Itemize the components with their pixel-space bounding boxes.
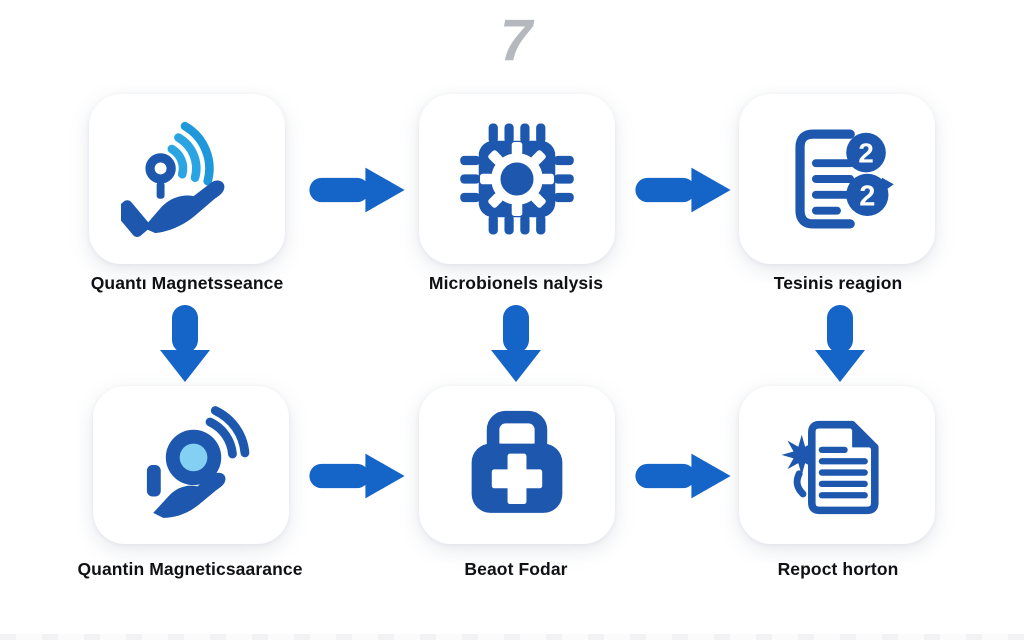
step-label-4: Quantin Magneticsaarance: [77, 559, 303, 579]
arrow-down-icon: [815, 305, 865, 382]
arrow-right-icon: [309, 453, 405, 499]
step-label-3: Tesinis reagion: [773, 273, 903, 293]
step-card-quantin-magneticsaarance: [93, 386, 289, 544]
hand-signal-key-icon: [121, 121, 225, 237]
step-label-5: Beaot Fodar: [464, 559, 568, 579]
step-label-1: Quantı Magnetsseance: [90, 273, 284, 293]
step-card-beaot-fodar: [419, 386, 615, 544]
arrow-down-icon: [160, 305, 210, 382]
medical-bag-icon: [471, 410, 563, 513]
hand-sensor-icon: [146, 406, 250, 518]
arrow-right-icon: [309, 167, 405, 213]
document-badges-icon: 2 2: [795, 129, 894, 229]
step-number-heading: 7: [499, 8, 532, 73]
step-label-2: Microbionels nalysis: [428, 273, 604, 293]
report-starburst-icon: [781, 420, 879, 515]
step-card-tesinis-reagion: 2 2: [739, 94, 935, 264]
step-card-quantu-magnetsseance: [89, 94, 285, 264]
bottom-edge-texture: [0, 634, 1024, 640]
badge-count-bottom: 2: [859, 180, 875, 212]
step-label-6: Repoct horton: [777, 559, 899, 579]
step-card-microbionels-nalysis: [419, 94, 615, 264]
badge-count-top: 2: [858, 138, 873, 169]
chip-gear-icon: [460, 123, 574, 235]
arrow-right-icon: [635, 167, 731, 213]
arrow-right-icon: [635, 453, 731, 499]
arrow-down-icon: [491, 305, 541, 382]
step-card-repoct-horton: [739, 386, 935, 544]
